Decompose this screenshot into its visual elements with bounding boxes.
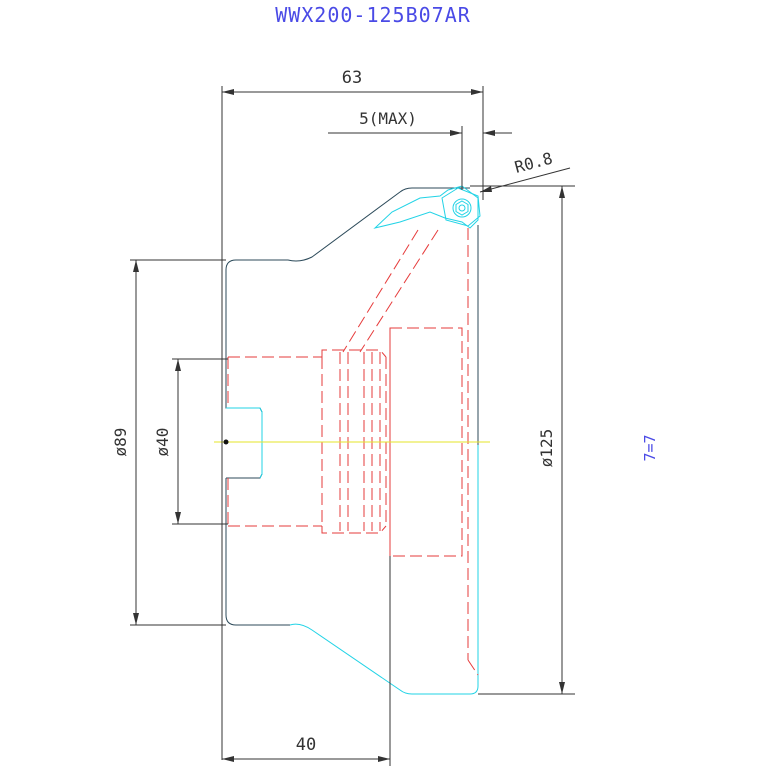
hidden-counterbore (389, 327, 463, 557)
left-face-upper (225, 270, 263, 479)
dim-text-d125: ø125 (537, 429, 556, 468)
dim-text-63: 63 (342, 68, 362, 88)
dim-text-r08: R0.8 (513, 149, 555, 177)
dim-text-d89: ø89 (111, 428, 130, 457)
insert-screw-hex-icon (455, 200, 469, 216)
dimension-lines (130, 86, 575, 766)
hidden-channel-1 (342, 229, 419, 353)
insert-screw-icon (452, 198, 472, 218)
hidden-pocket-bottom (467, 659, 479, 676)
insert-screw-center-icon (458, 204, 466, 212)
leader-r08 (479, 167, 571, 193)
left-face-lower (225, 478, 290, 626)
dim-text-d40: ø40 (153, 428, 172, 457)
insert-tip (373, 185, 481, 229)
hidden-lines (227, 228, 479, 676)
upper-body-outline (225, 187, 470, 271)
inner-step-cyan (226, 407, 263, 479)
hidden-bore-cone-top (321, 349, 387, 358)
center-point-icon (223, 439, 229, 445)
drawing-title: WWX200-125B07AR (275, 3, 471, 27)
insert-body (441, 187, 481, 227)
side-note: 7=7 (641, 434, 659, 461)
lower-body-outline (289, 445, 479, 695)
part-outline (225, 187, 479, 695)
hidden-channel-2 (359, 229, 439, 353)
chip-pocket (373, 185, 479, 229)
dim-text-40: 40 (296, 735, 316, 755)
hidden-bore-cone-bottom (321, 525, 387, 534)
dim-text-5max: 5(MAX) (359, 109, 417, 128)
